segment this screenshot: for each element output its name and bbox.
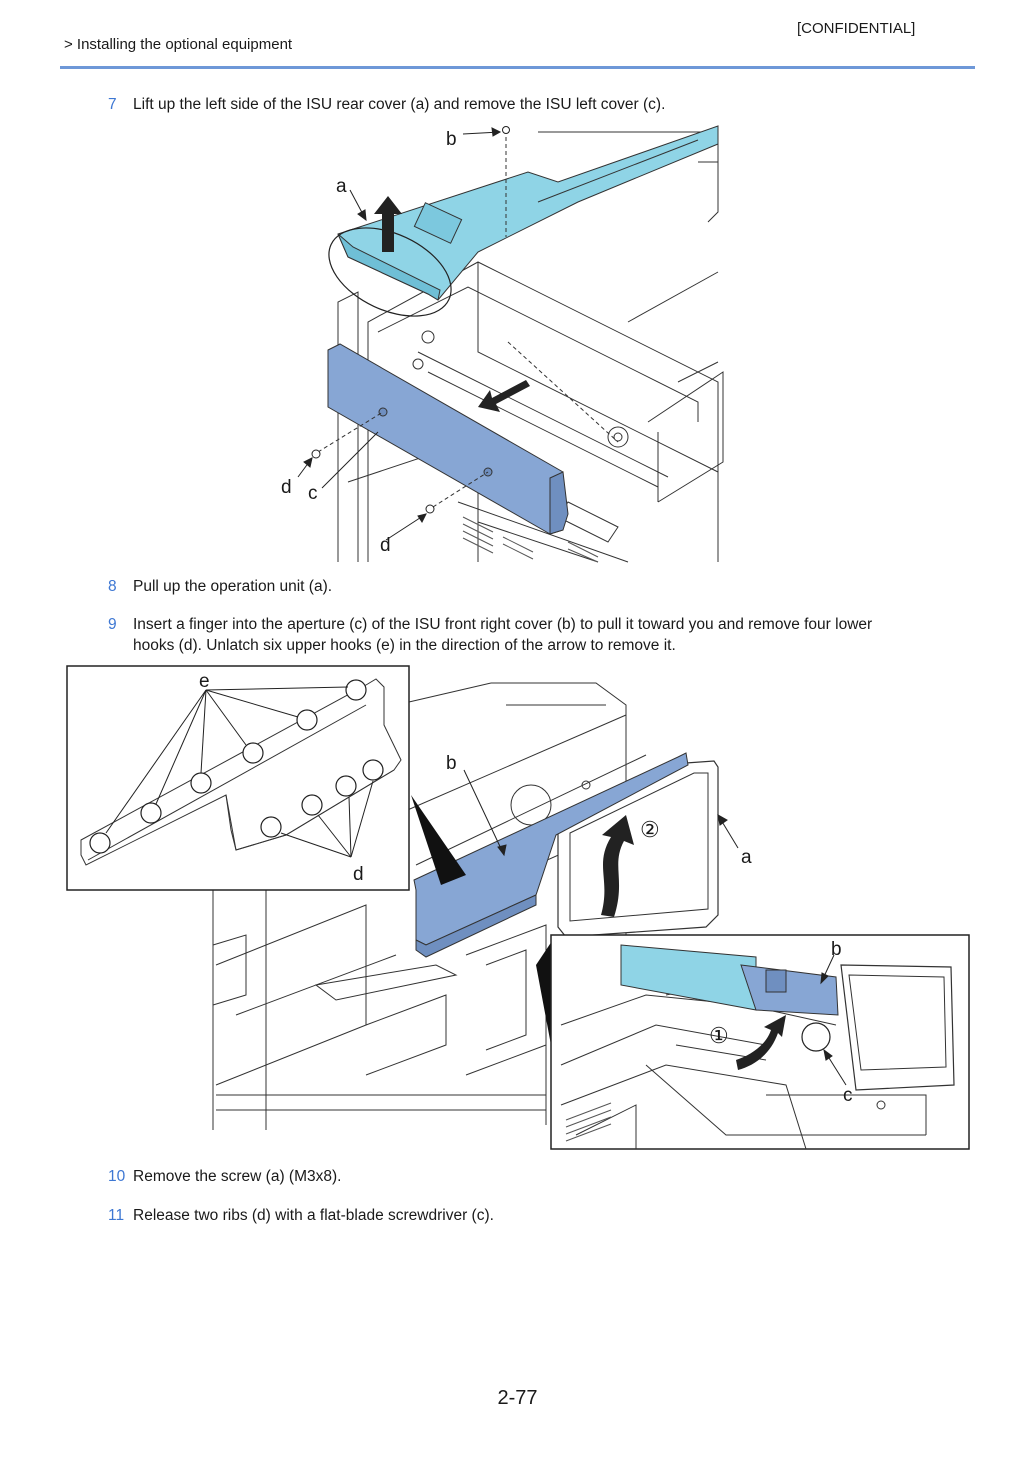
page-number: 2-77 xyxy=(497,1387,538,1409)
header-divider xyxy=(60,66,975,69)
isu-left-cover xyxy=(327,343,564,535)
isu-front-right-cover xyxy=(413,752,689,946)
confidential-label: [CONFIDENTIAL] xyxy=(797,20,916,37)
label-b: b xyxy=(831,939,842,960)
breadcrumb[interactable]: > Installing the optional equipment xyxy=(64,36,293,53)
figure-2-drawing: b a ② xyxy=(66,665,970,1150)
label-e: e xyxy=(199,671,210,692)
figure-isu-front-right-cover: b a ② xyxy=(66,665,972,1153)
inset-hooks-detail: e d xyxy=(66,665,410,891)
figure-1-drawing: b a d c d xyxy=(281,125,724,563)
label-a: a xyxy=(336,176,347,197)
step-number: 7 xyxy=(108,96,117,113)
label-b: b xyxy=(446,753,457,774)
label-c: c xyxy=(843,1085,853,1106)
label-b: b xyxy=(446,129,457,150)
inset-aperture-detail: b c ① xyxy=(550,934,970,1150)
step-1-marker: ① xyxy=(709,1023,729,1048)
operation-unit xyxy=(557,760,719,938)
step-number: 9 xyxy=(108,616,117,633)
figure-isu-left-cover: b a d c d xyxy=(278,122,728,564)
step-text-line-2: hooks (d). Unlatch six upper hooks (e) i… xyxy=(133,637,676,654)
step-2-marker: ② xyxy=(640,817,660,842)
label-c: c xyxy=(308,483,318,504)
step-number: 8 xyxy=(108,578,117,595)
label-d: d xyxy=(281,477,292,498)
step-text-line-1: Insert a finger into the aperture (c) of… xyxy=(133,616,873,633)
label-d: d xyxy=(380,535,391,556)
label-a: a xyxy=(741,847,752,868)
step-text: Release two ribs (d) with a flat-blade s… xyxy=(133,1207,494,1224)
step-number: 10 xyxy=(108,1168,126,1185)
step-text: Remove the screw (a) (M3x8). xyxy=(133,1168,342,1185)
step-text: Pull up the operation unit (a). xyxy=(133,578,333,595)
label-d: d xyxy=(353,864,364,885)
step-number: 11 xyxy=(108,1207,125,1224)
step-text: Lift up the left side of the ISU rear co… xyxy=(133,96,666,113)
